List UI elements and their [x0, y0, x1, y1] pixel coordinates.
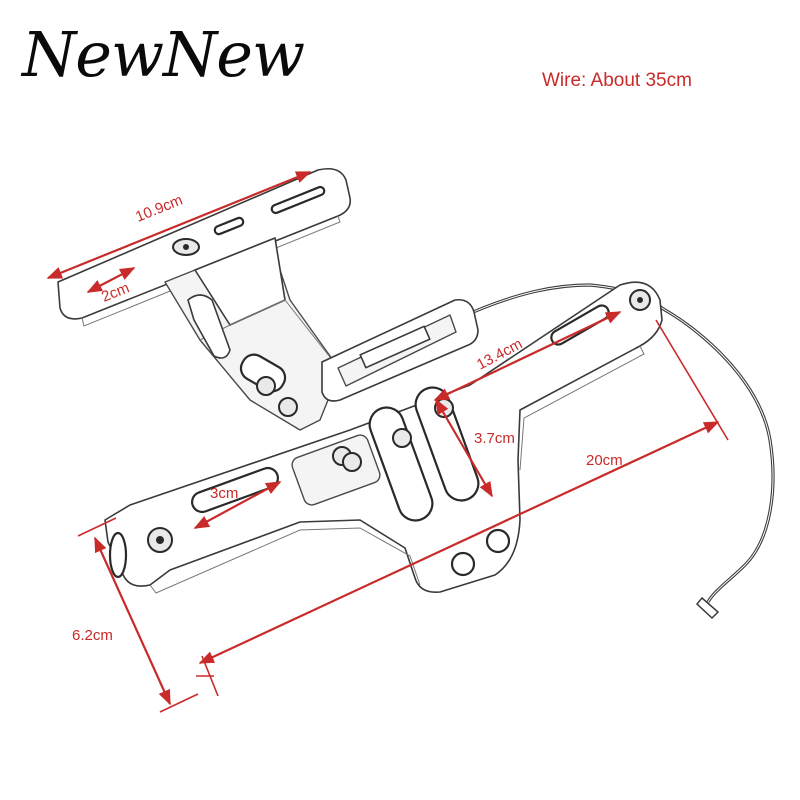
dimension-lines — [46, 170, 729, 713]
dim-label-slot-length: 3.7cm — [474, 430, 515, 447]
dim-label-short-slot: 3cm — [210, 485, 238, 502]
lamp-housing — [321, 298, 479, 402]
brand-logo: NewNew — [22, 18, 305, 91]
wire-length-note: Wire: About 35cm — [542, 70, 692, 91]
dim-label-top-width: 10.9cm — [133, 192, 185, 226]
dim-label-height: 6.2cm — [72, 627, 113, 644]
dim-label-total-length: 20cm — [586, 452, 623, 469]
main-plate-bracket — [104, 281, 663, 594]
